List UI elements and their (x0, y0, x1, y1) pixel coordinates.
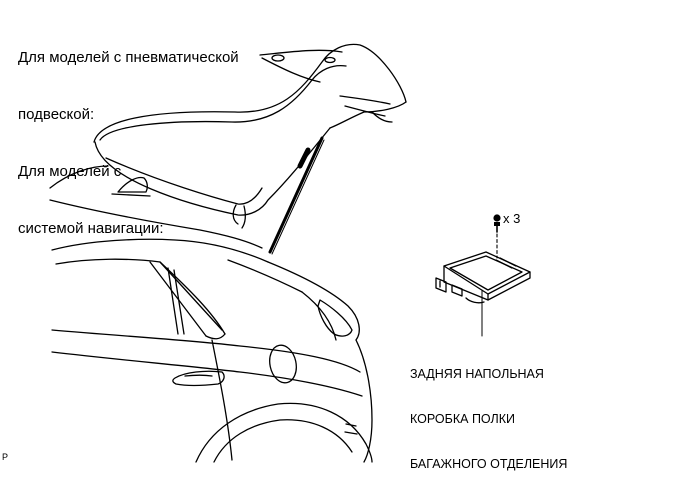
part-label-line: КОРОБКА ПОЛКИ (410, 412, 515, 426)
corner-mark: P (2, 452, 9, 462)
floor-box-part (435, 251, 531, 304)
note-line: подвеской: (18, 106, 95, 123)
note-line: системой навигации: (18, 220, 164, 237)
vehicle-rear (49, 43, 407, 463)
part-label-line: ЗАДНЯЯ НАПОЛЬНАЯ (410, 367, 544, 381)
illustration (49, 43, 531, 463)
note-line: Для моделей с пневматической (18, 49, 239, 66)
note-line: Для моделей с (18, 163, 122, 180)
bolt-icon (493, 214, 501, 233)
fastener-quantity: x 3 (503, 211, 521, 226)
model-note: Для моделей с пневматической подвеской: … (18, 10, 239, 257)
